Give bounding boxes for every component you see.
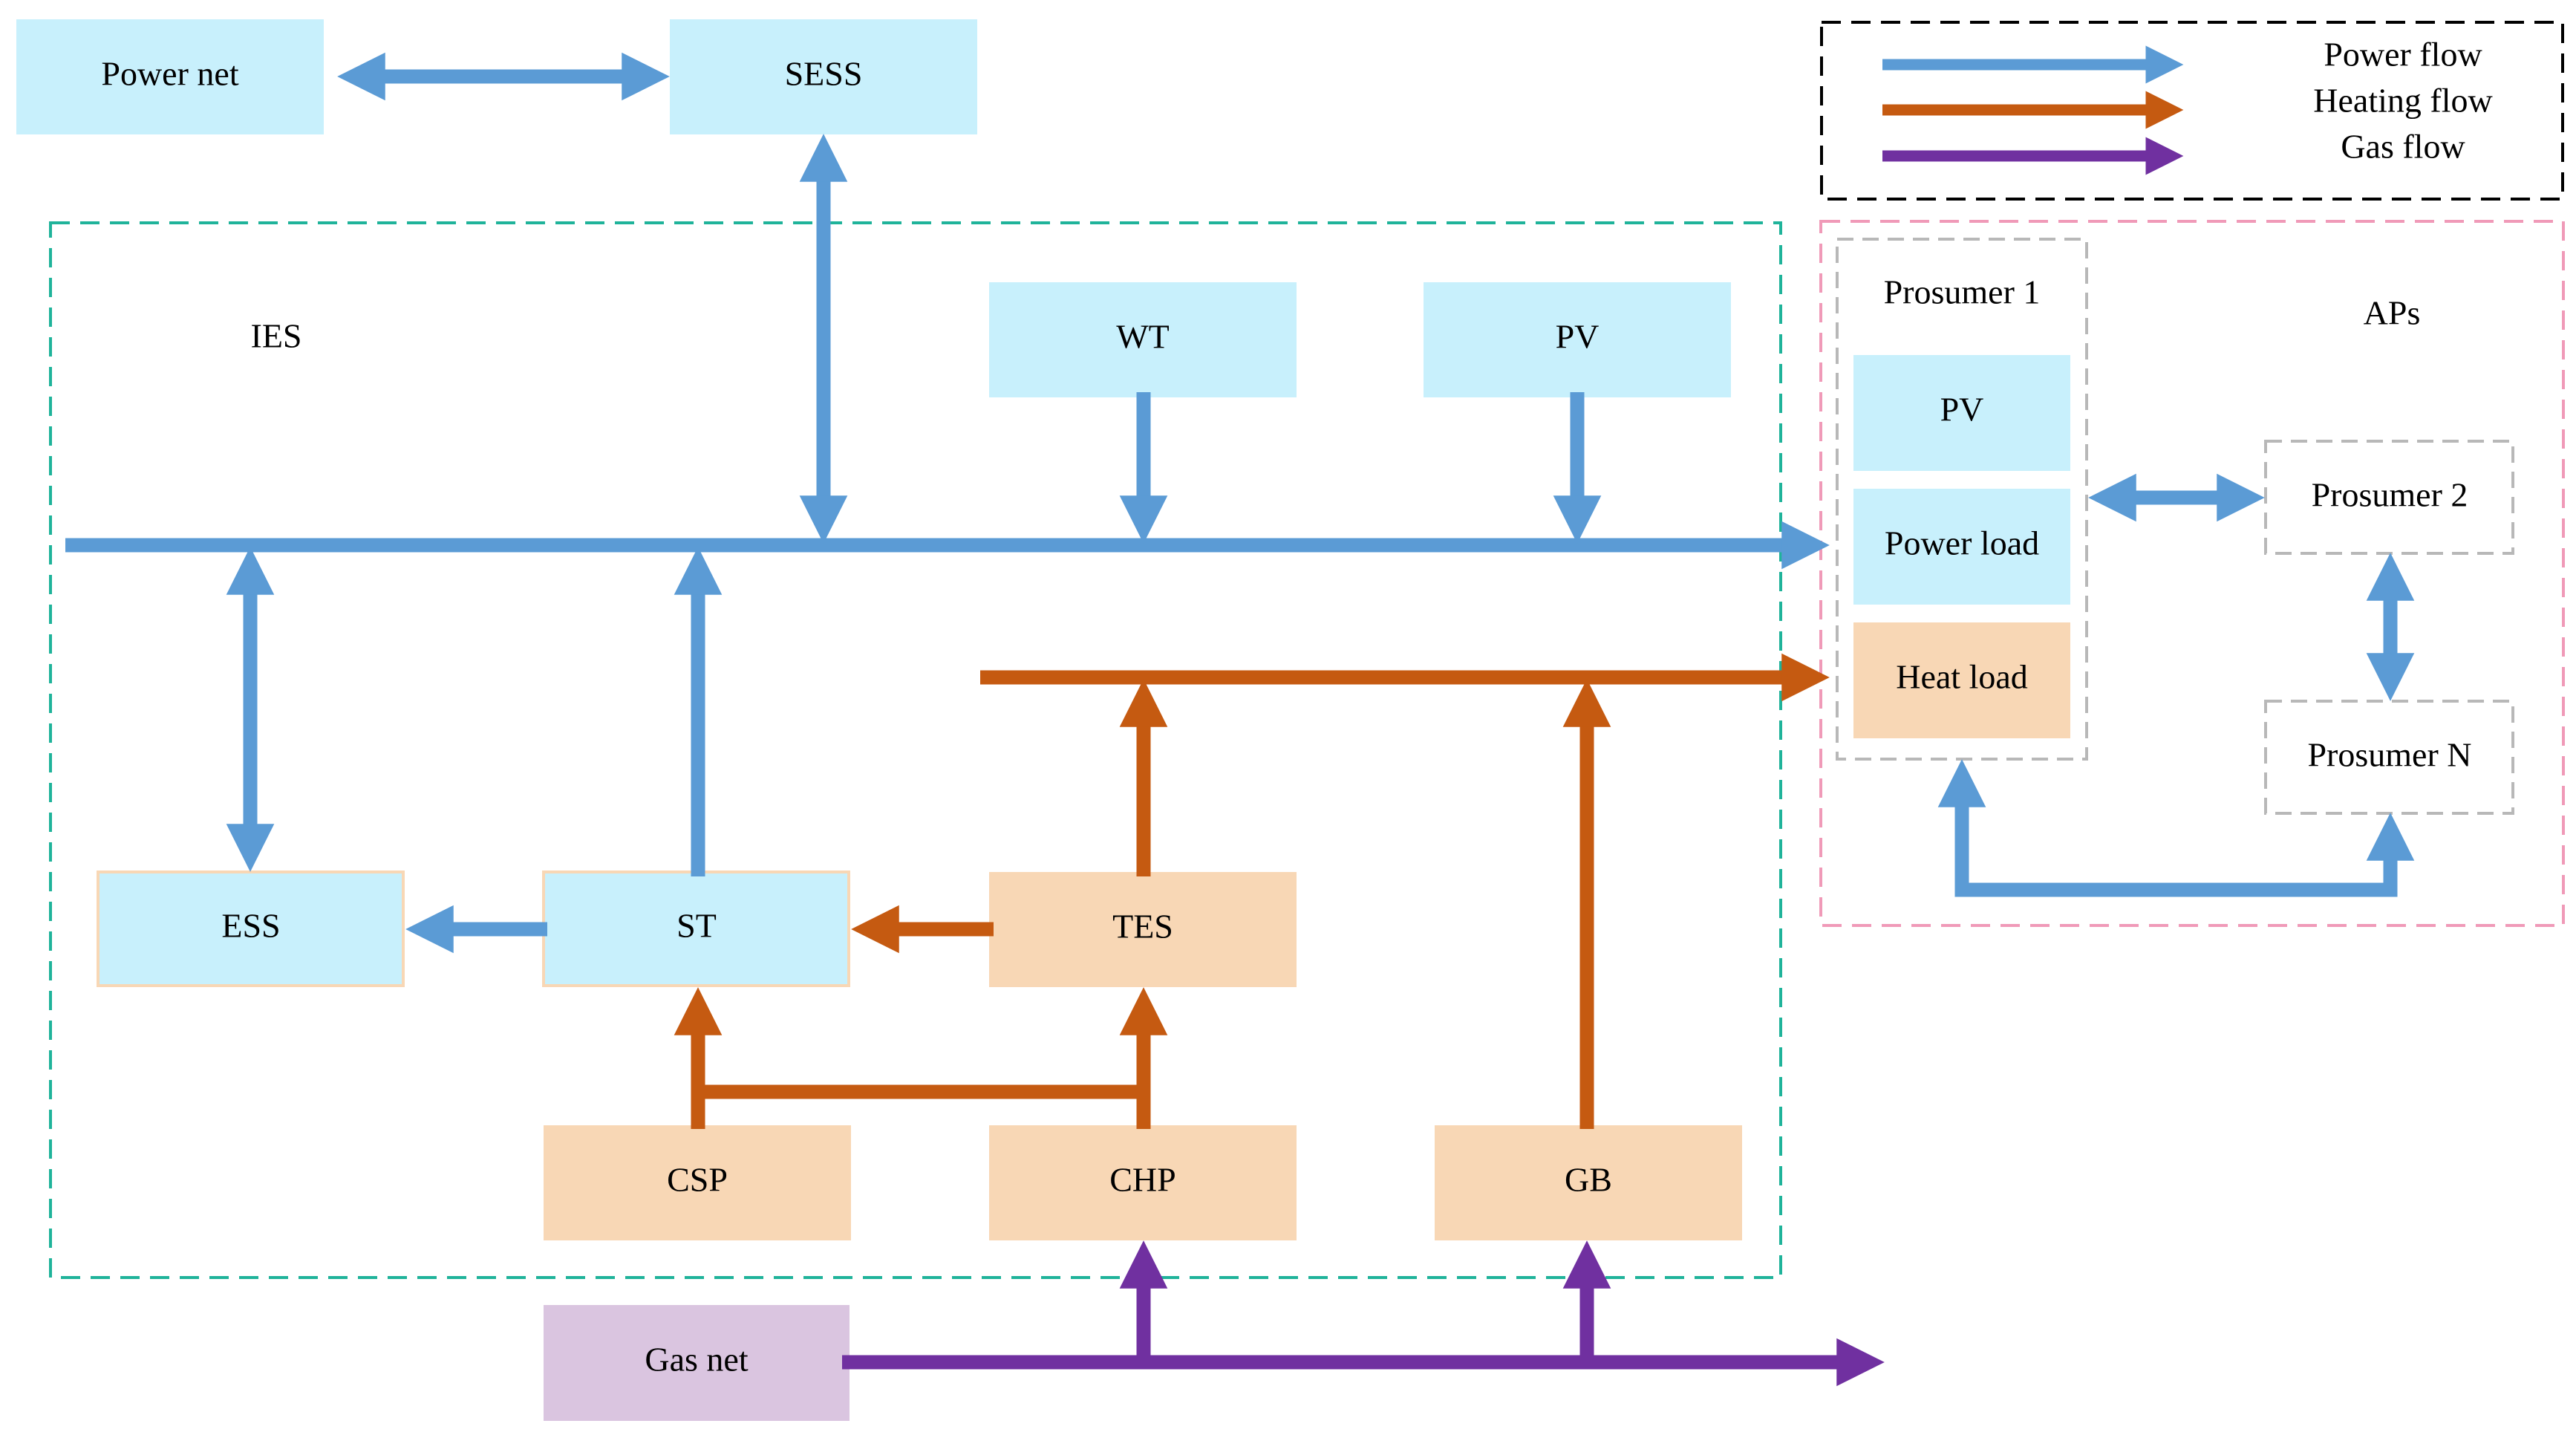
aps-region-border — [1819, 220, 2565, 927]
gas-net-box — [544, 1305, 850, 1421]
sess-box — [670, 19, 977, 134]
pv-box — [1424, 282, 1731, 397]
gb-box — [1435, 1125, 1742, 1240]
prosumer1-prosumerN-arrow — [1937, 759, 2415, 897]
ess-box — [97, 871, 405, 987]
sess-label: SESS — [785, 55, 863, 93]
ess-label: ESS — [221, 907, 280, 945]
heat-flows — [674, 653, 1830, 1129]
legend-gas-label: Gas flow — [2341, 128, 2465, 166]
legend-heat-label: Heating flow — [2313, 82, 2493, 120]
chp-box — [989, 1125, 1297, 1240]
st-label: ST — [676, 907, 717, 945]
pv-label: PV — [1556, 318, 1600, 356]
prosumer1-power-load-label: Power load — [1885, 524, 2039, 562]
prosumerN-label: Prosumer N — [2307, 736, 2471, 774]
gb-label: GB — [1565, 1161, 1612, 1199]
csp-box — [544, 1125, 851, 1240]
legend-power-label: Power flow — [2324, 36, 2482, 74]
prosumer1-heat-load-label: Heat load — [1896, 658, 2028, 696]
chp-label: CHP — [1109, 1161, 1175, 1199]
prosumer1-title: Prosumer 1 — [1884, 273, 2041, 311]
power-net-label: Power net — [101, 55, 238, 93]
ies-label: IES — [251, 317, 302, 355]
power-flows — [65, 52, 2415, 954]
prosumer1-power-load-box — [1853, 489, 2070, 605]
prosumer1-pv-label: PV — [1940, 391, 1984, 429]
prosumer1-pv-box — [1853, 355, 2070, 471]
prosumer2-label: Prosumer 2 — [2312, 476, 2468, 514]
wt-box — [989, 282, 1297, 397]
gas-flows — [842, 1240, 1885, 1387]
legend-border — [1820, 21, 2564, 201]
ies-region-border — [49, 221, 1782, 1279]
prosumer1-border — [1836, 238, 2088, 761]
csp-label: CSP — [667, 1161, 728, 1199]
tes-box — [989, 872, 1297, 987]
power-net-box — [16, 19, 324, 134]
aps-label: APs — [2364, 294, 2421, 332]
tes-label: TES — [1112, 908, 1173, 946]
prosumer1-heat-load-box — [1853, 622, 2070, 738]
wt-label: WT — [1116, 318, 1170, 356]
gas-net-label: Gas net — [645, 1341, 748, 1379]
